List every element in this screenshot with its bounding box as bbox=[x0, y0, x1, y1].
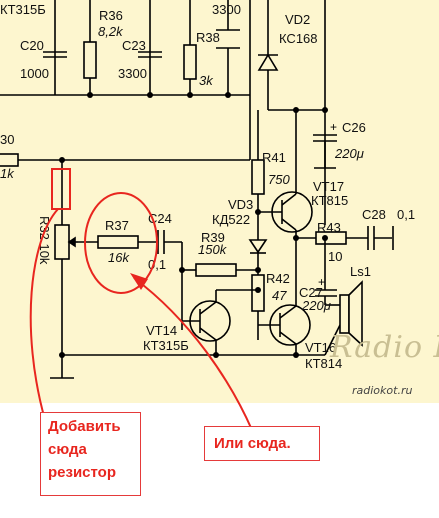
c28-value: 0,1 bbox=[397, 207, 416, 222]
kt315b-top-label: КТ315Б bbox=[0, 2, 46, 17]
r42-label: R42 bbox=[266, 271, 290, 286]
vt14-type: КТ315Б bbox=[143, 338, 189, 353]
arrowhead-icon bbox=[130, 273, 148, 290]
vt17-type: КТ815 bbox=[311, 193, 349, 208]
r43-value: 10 bbox=[328, 249, 343, 264]
note-line-2: сюда bbox=[48, 441, 87, 458]
k1-label: 1k bbox=[0, 166, 14, 181]
c20-label: C20 bbox=[20, 38, 44, 53]
note-add-resistor-here: Добавить сюда резистор bbox=[40, 412, 141, 496]
highlight-ellipse bbox=[84, 192, 158, 294]
c23-label: C23 bbox=[122, 38, 146, 53]
r39-value: 150k bbox=[198, 242, 227, 257]
r36-label: R36 bbox=[99, 8, 123, 23]
note-or-here: Или сюда. bbox=[204, 426, 320, 461]
svg-text:+: + bbox=[318, 275, 325, 289]
watermark-logo: Radio КОТ bbox=[330, 330, 439, 365]
vt16-type: КТ814 bbox=[305, 356, 343, 371]
pointer-line-left bbox=[29, 208, 59, 421]
vd3-type: КД522 bbox=[212, 212, 251, 227]
note-line-3: резистор bbox=[48, 464, 116, 481]
ls1-label: Ls1 bbox=[350, 264, 371, 279]
vt16-label: VT16 bbox=[305, 340, 337, 355]
c27-label: C27 bbox=[299, 285, 323, 300]
r38-label: R38 bbox=[196, 30, 220, 45]
r43-label: R43 bbox=[317, 220, 341, 235]
vt17-label: VT17 bbox=[313, 179, 345, 194]
r38-value: 3k bbox=[199, 73, 213, 88]
r39-label: R39 bbox=[201, 230, 225, 245]
r36-value: 8,2k bbox=[98, 24, 123, 39]
vt14-label: VT14 bbox=[146, 323, 178, 338]
c28-label: C28 bbox=[362, 207, 386, 222]
top-value: 3300 bbox=[212, 2, 241, 17]
circuit-schematic: + + КТ315Б R36 8,2k C20 1000 C23 3300 R3… bbox=[0, 0, 439, 403]
vd3-label: VD3 bbox=[228, 197, 254, 212]
vd2-label: VD2 bbox=[285, 12, 311, 27]
vd2-type: КС168 bbox=[279, 31, 318, 46]
c27-value: 220μ bbox=[302, 298, 331, 313]
r37-label: R37 bbox=[105, 218, 129, 233]
c20-value: 1000 bbox=[20, 66, 49, 81]
svg-text:+: + bbox=[330, 120, 337, 134]
c23-value: 3300 bbox=[118, 66, 147, 81]
r41-value: 750 bbox=[268, 172, 290, 187]
num30-label: 30 bbox=[0, 132, 15, 147]
pointer-line-right bbox=[133, 277, 253, 431]
note-or-here-text: Или сюда. bbox=[214, 435, 291, 452]
r41-label: R41 bbox=[262, 150, 286, 165]
watermark-url: radiokot.ru bbox=[352, 384, 413, 397]
highlight-rectangle bbox=[51, 168, 71, 210]
r37-value: 16k bbox=[108, 250, 129, 265]
c26-label: C26 bbox=[342, 120, 366, 135]
note-line-1: Добавить bbox=[48, 418, 121, 435]
c26-value: 220μ bbox=[335, 146, 364, 161]
schematic-drawing: + + bbox=[0, 0, 394, 379]
r42-value: 47 bbox=[272, 288, 287, 303]
